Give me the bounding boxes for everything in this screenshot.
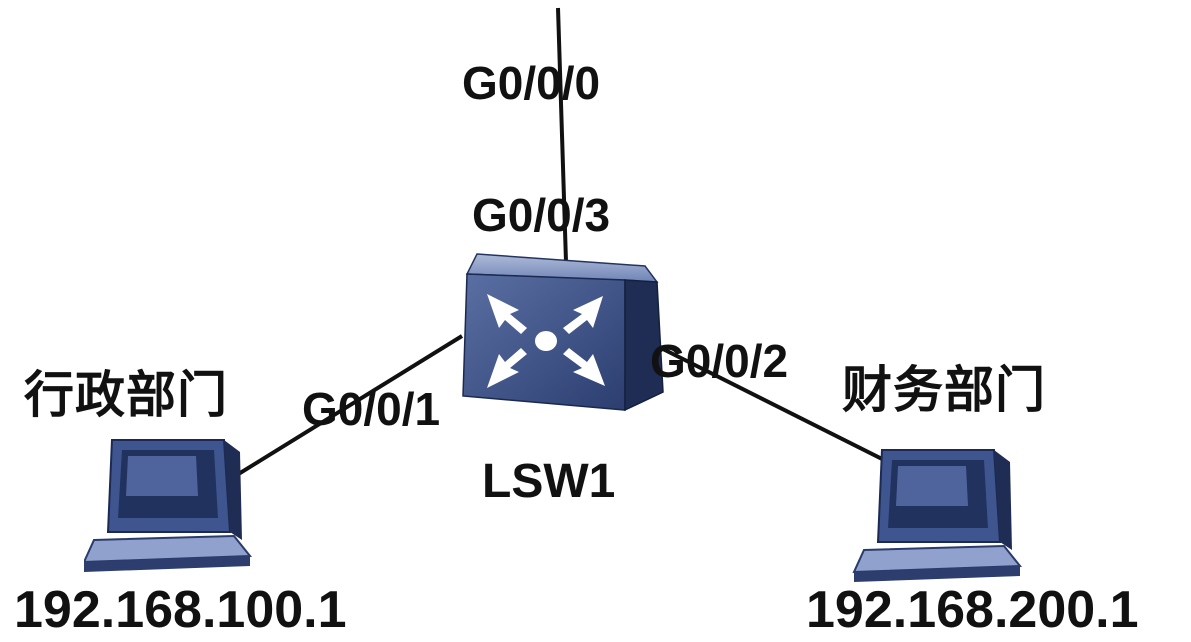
uplink-line xyxy=(556,7,568,263)
finance-department-label: 财务部门 xyxy=(842,362,1046,418)
upstream-port-label: G0/0/0 xyxy=(462,57,601,109)
finance-pc-icon[interactable] xyxy=(852,442,1022,584)
switch-icon[interactable] xyxy=(455,250,670,412)
admin-pc-icon[interactable] xyxy=(84,432,252,574)
link-admin-pc xyxy=(230,334,464,480)
switch-uplink-port-label: G0/0/3 xyxy=(472,189,611,241)
admin-department-label: 行政部门 xyxy=(24,367,228,423)
finance-port-label: G0/0/2 xyxy=(650,335,789,387)
admin-port-label: G0/0/1 xyxy=(302,383,441,435)
link-finance-pc xyxy=(654,343,891,465)
switch-name-label: LSW1 xyxy=(482,455,616,508)
admin-ip-label: 192.168.100.1 xyxy=(14,581,347,639)
finance-ip-label: 192.168.200.1 xyxy=(806,581,1139,639)
